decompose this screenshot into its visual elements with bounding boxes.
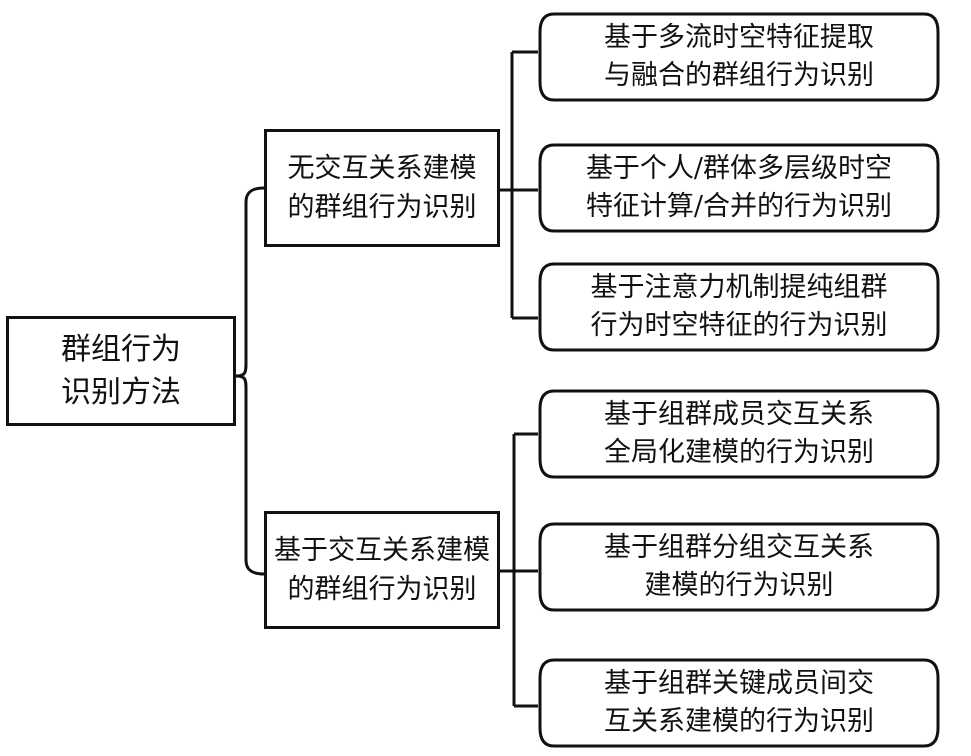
leaf-node-line2: 互关系建模的行为识别 bbox=[604, 706, 874, 737]
branch-node-line2: 的群组行为识别 bbox=[287, 574, 477, 605]
branch-node-line1: 无交互关系建模 bbox=[287, 152, 477, 184]
leaf-node-line1: 基于个人/群体多层级时空 bbox=[585, 153, 893, 185]
leaf-node-line1: 基于注意力机制提纯组群 bbox=[590, 272, 888, 304]
leaf-node: 基于组群关键成员间交 互关系建模的行为识别 bbox=[538, 658, 940, 748]
branch1-bracket bbox=[500, 50, 538, 320]
leaf-node-line2: 建模的行为识别 bbox=[644, 570, 834, 601]
root-node-line2: 识别方法 bbox=[61, 375, 181, 410]
branch2-bracket bbox=[500, 432, 538, 708]
leaf-frame bbox=[538, 12, 940, 102]
leaf-node: 基于组群分组交互关系 建模的行为识别 bbox=[538, 522, 940, 612]
leaf-node-line2: 全局化建模的行为识别 bbox=[604, 437, 874, 468]
leaf-node-line1: 基于组群成员交互关系 bbox=[604, 399, 874, 431]
leaf-node: 基于个人/群体多层级时空 特征计算/合并的行为识别 bbox=[538, 143, 940, 233]
leaf-node-line2: 与融合的群组行为识别 bbox=[604, 60, 874, 91]
branch-node-line2: 的群组行为识别 bbox=[287, 192, 477, 223]
leaf-node: 基于组群成员交互关系 全局化建模的行为识别 bbox=[538, 389, 940, 479]
leaf-frame bbox=[538, 262, 940, 352]
leaf-node-line1: 基于组群关键成员间交 bbox=[604, 668, 874, 700]
leaf-node: 基于多流时空特征提取 与融合的群组行为识别 bbox=[538, 12, 940, 102]
leaf-frame bbox=[538, 389, 940, 479]
root-node-line1: 群组行为 bbox=[61, 331, 181, 367]
root-node: 群组行为 识别方法 bbox=[6, 316, 236, 426]
leaf-node-line2: 特征计算/合并的行为识别 bbox=[585, 191, 893, 222]
leaf-node-line1: 基于多流时空特征提取 bbox=[604, 22, 874, 54]
root-brace bbox=[235, 186, 265, 576]
leaf-node-line1: 基于组群分组交互关系 bbox=[604, 532, 874, 564]
leaf-node-line2: 行为时空特征的行为识别 bbox=[590, 310, 888, 341]
branch-node-no-interaction: 无交互关系建模 的群组行为识别 bbox=[264, 129, 500, 247]
leaf-frame bbox=[538, 143, 940, 233]
leaf-frame bbox=[538, 658, 940, 748]
branch-node-line1: 基于交互关系建模 bbox=[274, 534, 490, 566]
branch-node-interaction: 基于交互关系建模 的群组行为识别 bbox=[264, 511, 500, 629]
leaf-frame bbox=[538, 522, 940, 612]
leaf-node: 基于注意力机制提纯组群 行为时空特征的行为识别 bbox=[538, 262, 940, 352]
